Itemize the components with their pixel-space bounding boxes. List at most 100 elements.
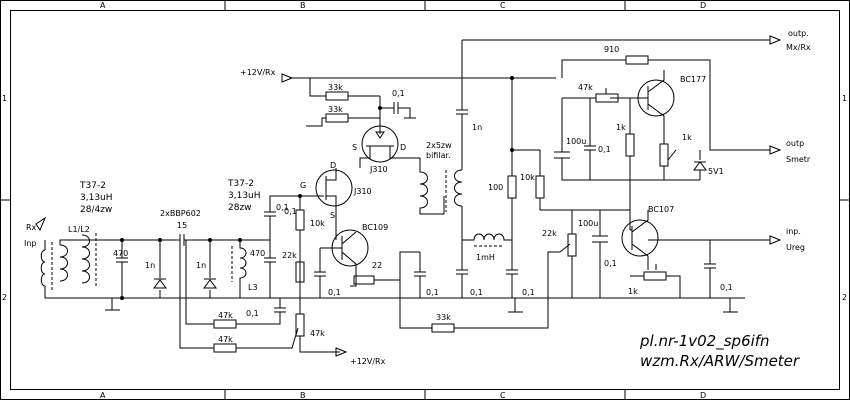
capacitor-15 [160,234,240,246]
l3-tag: L3 [248,283,258,292]
drawing-title-line2: wzm.Rx/ARW/Smeter [640,352,800,370]
rail-arrow-bottom-icon [335,347,348,357]
r10k-label: 10k [310,219,325,228]
capacitor-01-i [584,98,596,180]
top-rail-12v [281,73,556,83]
resistor-100 [506,76,518,298]
l3-inductance-label: 3,13uH [228,191,261,201]
ground-rail [60,297,745,313]
j310-upper-s-pin: S [352,143,357,152]
bifilar-type-label: bifilar. [426,151,451,160]
c01-e-label: 0,1 [246,309,259,318]
zener-label: 5V1 [708,167,724,176]
j310-lower-d-pin: D [330,161,336,170]
c01-j-label: 0,1 [604,259,617,268]
potentiometer-47k [270,298,340,353]
port-inp-ureg-line2: Ureg [786,243,805,252]
capacitor-470-input [116,238,128,300]
port-outp-smetr-line1: outp [786,139,804,148]
potentiometer-47k-d [562,88,630,103]
bc109-transistor [320,212,369,287]
resistor-1k-smeter [659,120,677,180]
capacitor-01-top [378,102,416,119]
l1-l2-tag: L1/L2 [68,225,90,234]
bc107-transistor [621,210,770,270]
bifilar-transformer [419,160,463,240]
l1-core-label: T37-2 [79,181,106,191]
c1n-top-label: 1n [472,123,482,132]
ureg-arrow-icon [769,235,782,245]
resistor-910 [561,55,782,155]
r47k-pot-label: 47k [310,329,325,338]
j310-lower-s-pin: S [330,211,335,220]
c01-gate-label: 0,1 [276,203,289,212]
r22k-label: 22k [282,251,297,260]
bc177-transistor [610,70,675,120]
resistor-47k-b [179,240,270,353]
capacitor-bc109-emitter [400,251,426,298]
c01-top-label: 0,1 [392,89,405,98]
bc107-label: BC107 [648,205,674,214]
bc177-label: BC177 [680,75,706,84]
resistor-10k-gate [295,194,305,298]
drawing-title-line1: pl.nr-1v02_sp6ifn [639,332,770,351]
r1k-a-label: 1k [616,123,626,132]
varicap-diode-1 [153,238,167,298]
r01-b-label: 0,1 [284,207,297,216]
c470-input-label: 470 [113,249,128,258]
port-inp-label: Inp [24,239,37,248]
port-outp-mx-line2: Mx/Rx [786,43,811,52]
l1-turns-label: 28/4zw [80,205,112,215]
c100u-b-label: 100u [578,219,598,228]
varicap-diode-2 [203,238,217,298]
r33k-long-label: 33k [436,313,451,322]
col-label-b-top: B [300,1,306,10]
port-outp-smetr-line2: Smetr [786,155,811,164]
l1-inductance-label: 3,13uH [80,193,113,203]
row-label-1-left: 1 [2,94,7,103]
c01-g-label: 0,1 [470,288,483,297]
c100u-a-label: 100u [566,137,586,146]
r47k-d-label: 47k [578,83,593,92]
varicap-pair-label: 2xBBP602 [160,209,201,218]
r47k-b-label: 47k [218,335,233,344]
c01-k-label: 0,1 [720,283,733,292]
port-outp-mx-line1: outp. [788,29,809,38]
r22k-b-label: 22k [542,229,557,238]
row-label-1-right: 1 [842,94,847,103]
resistor-1k-a [625,98,635,230]
j310-lower-label: J310 [353,187,372,196]
r100-label: 100 [488,183,503,192]
rail-bottom-label: +12V/Rx [350,357,386,366]
c01-d-label: 0,1 [426,288,439,297]
c1n-b-label: 1n [196,261,206,270]
coil-l3 [231,238,247,298]
capacitor-100u-b [592,210,608,298]
r33k-b-label: 33k [328,105,343,114]
capacitor-bc109-base [314,248,326,298]
c01-i-label: 0,1 [598,145,611,154]
choke-1mh [456,233,512,298]
potentiometer-22k-b [559,210,577,298]
resistor-47k-a [185,240,270,329]
col-label-c-top: C [500,1,506,10]
c01-h-label: 0,1 [522,288,535,297]
c1n-a-label: 1n [145,261,155,270]
capacitor-01-k [704,240,716,298]
j310-lower-transistor [300,168,353,212]
input-arrow-icon [35,216,47,232]
port-inp-ureg-line1: inp. [786,227,801,236]
col-label-a-bottom: A [100,391,106,400]
row-label-2-left: 2 [2,293,7,302]
l1mh-label: 1mH [476,253,495,262]
resistor-22k [295,261,305,283]
rail-top-label: +12V/Rx [240,68,276,77]
bc109-label: BC109 [362,223,388,232]
potentiometer-1k-c [630,264,681,298]
row-label-2-right: 2 [842,293,847,302]
l3-core-label: T37-2 [227,179,254,189]
c470-tank-label: 470 [250,249,265,258]
capacitor-01-pot [270,298,286,325]
c15-label: 15 [177,221,187,230]
